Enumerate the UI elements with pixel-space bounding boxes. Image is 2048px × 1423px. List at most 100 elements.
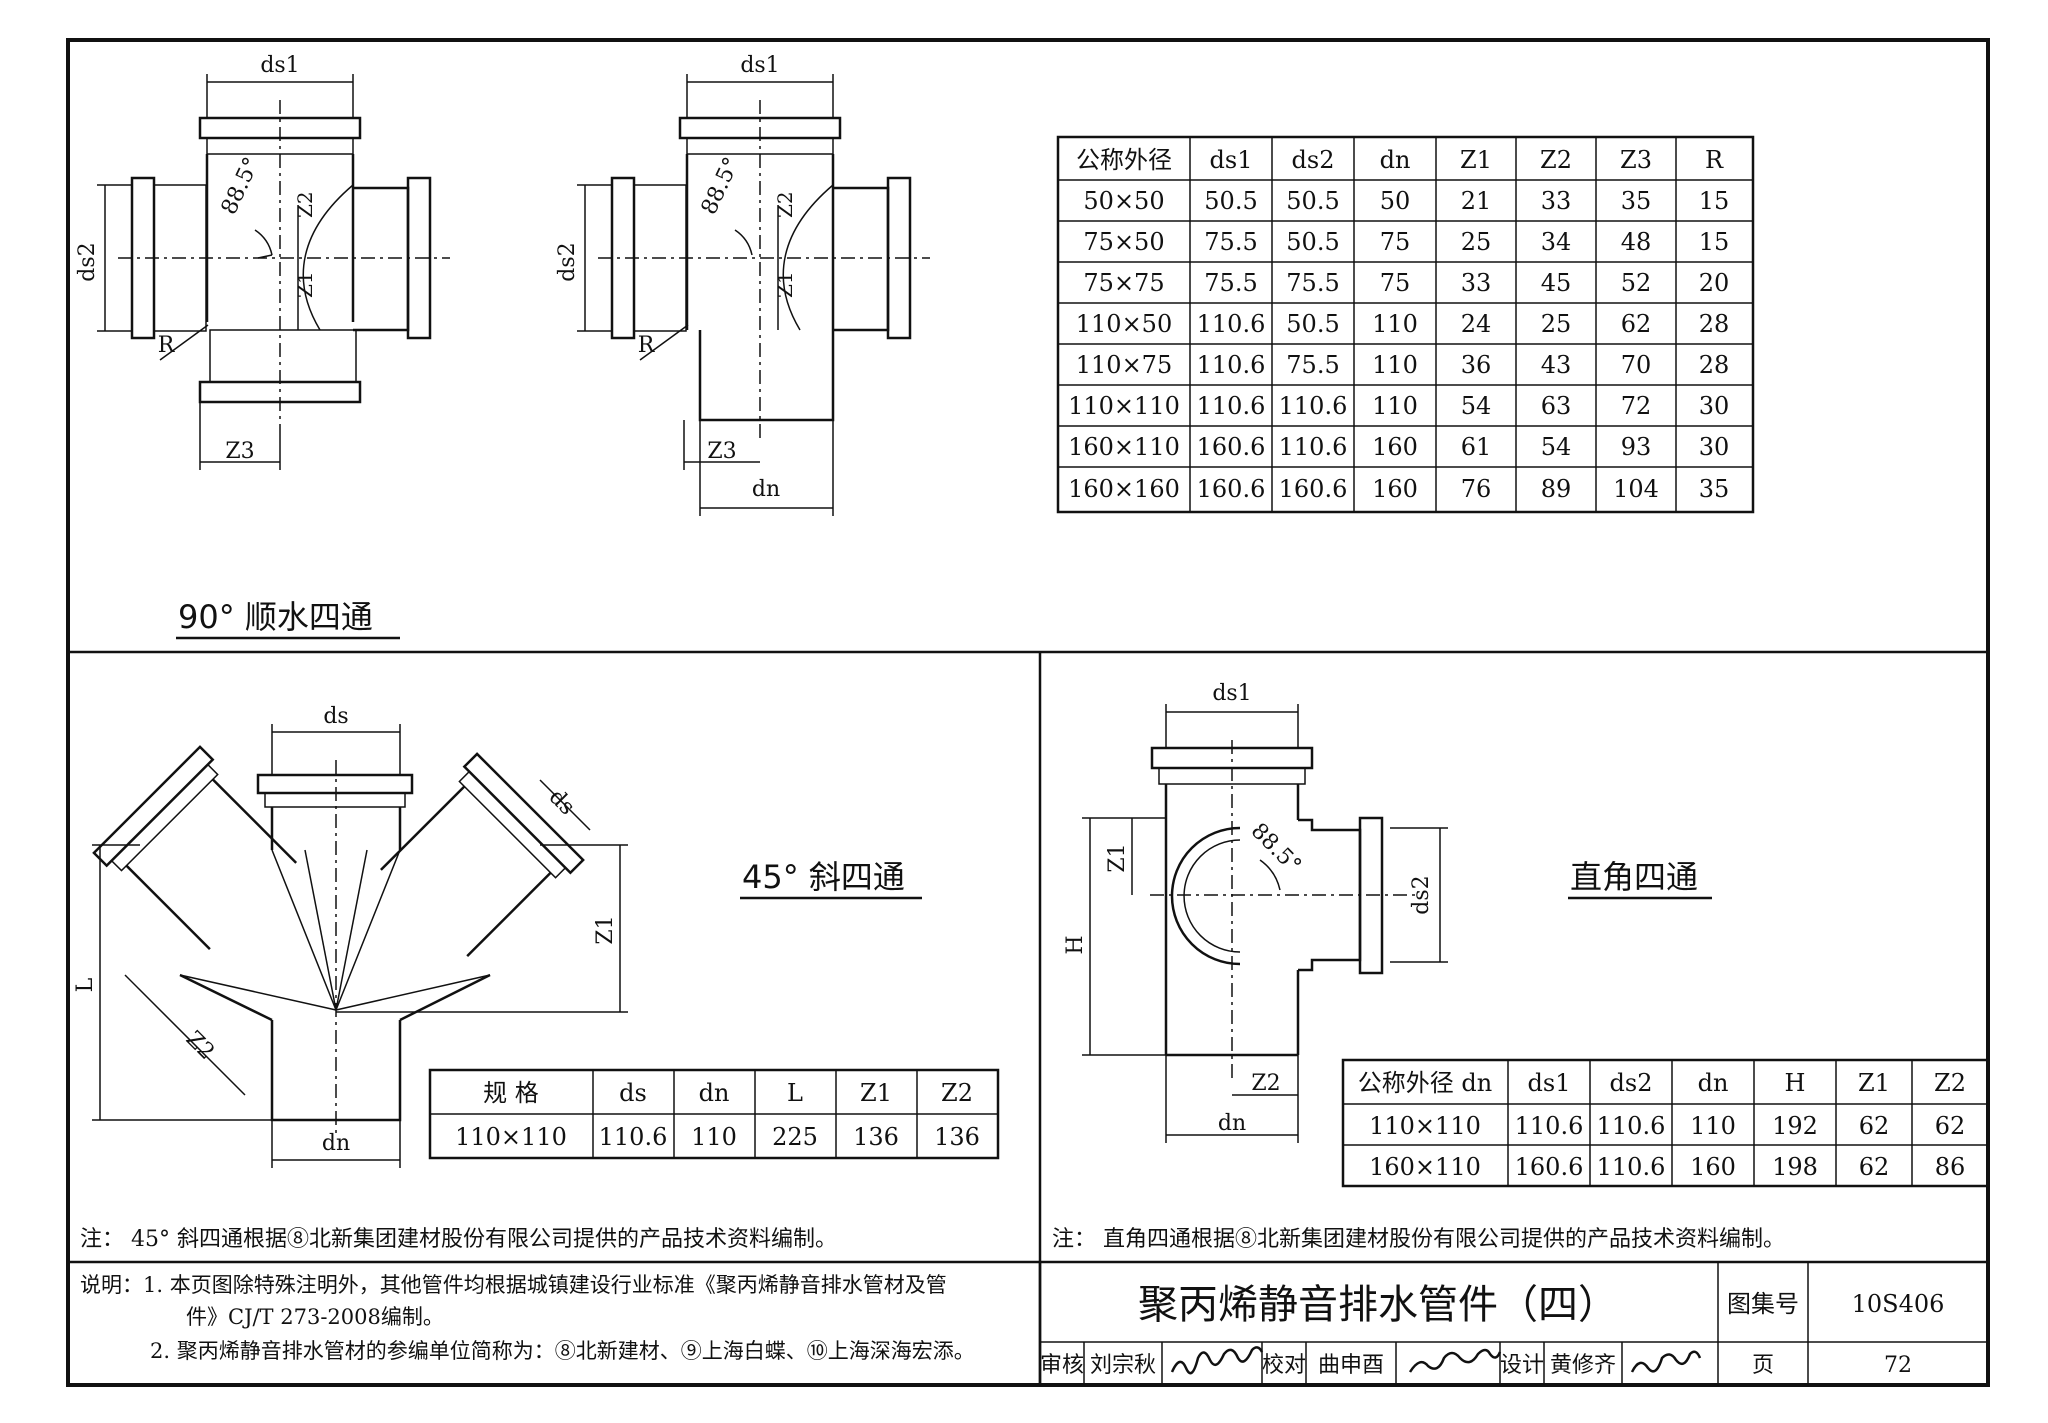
t1-r5-c1: 110.6 [1197, 392, 1266, 420]
t1-r2-c4: 33 [1461, 269, 1492, 297]
desc-line-1: 说明：1. 本页图除特殊注明外，其他管件均根据城镇建设行业标准《聚丙烯静音排水管… [80, 1273, 947, 1297]
t1-r7-c5: 89 [1541, 475, 1572, 503]
t1-r5-c4: 54 [1461, 392, 1492, 420]
t1-r3-c2: 50.5 [1286, 310, 1339, 338]
t1-r1-c1: 75.5 [1204, 228, 1257, 256]
t1-h5: Z2 [1540, 146, 1572, 174]
t1-r0-c0: 50×50 [1083, 187, 1164, 215]
t1-h4: Z1 [1460, 146, 1492, 174]
fitting-90-cross [97, 74, 450, 470]
note-right-angle: 注： 直角四通根据⑧北新集团建材股份有限公司提供的产品技术资料编制。 [1052, 1227, 1785, 1252]
t3-h1: ds1 [1528, 1069, 1571, 1097]
label-ds2-a: ds2 [75, 242, 100, 281]
t1-r1-c4: 25 [1461, 228, 1492, 256]
t3-r0-c3: 110 [1690, 1112, 1736, 1140]
signature-reviewer [1170, 1346, 1264, 1375]
note-45: 注： 45° 斜四通根据⑧北新集团建材股份有限公司提供的产品技术资料编制。 [80, 1227, 837, 1252]
table3-text: 公称外径 dn ds1 ds2 dn H Z1 Z2 110×110 110.6… [1358, 1069, 1966, 1181]
t1-r6-c1: 160.6 [1197, 433, 1266, 461]
t1-r6-c5: 54 [1541, 433, 1572, 461]
t3-r0-c2: 110.6 [1597, 1112, 1666, 1140]
label-dn-b: dn [752, 477, 780, 502]
t1-r4-c7: 28 [1699, 351, 1730, 379]
t1-r0-c1: 50.5 [1204, 187, 1257, 215]
label-z2-a: Z2 [293, 191, 317, 218]
label-ds1-ra: ds1 [1212, 681, 1251, 706]
t1-r4-c4: 36 [1461, 351, 1492, 379]
label-z2-45: Z2 [181, 1027, 219, 1065]
label-z2-b: Z2 [773, 191, 797, 218]
label-dn-ra: dn [1218, 1111, 1246, 1136]
t1-r2-c6: 52 [1621, 269, 1652, 297]
t3-h2: ds2 [1610, 1069, 1653, 1097]
t1-r1-c7: 15 [1699, 228, 1730, 256]
label-ds2-ra: ds2 [1409, 875, 1434, 914]
t1-r6-c6: 93 [1621, 433, 1652, 461]
table1-text: 公称外径 ds1 ds2 dn Z1 Z2 Z3 R 50×50 50.5 50… [1068, 146, 1729, 503]
atlas-label: 图集号 [1727, 1290, 1799, 1318]
t1-r6-c4: 61 [1461, 433, 1492, 461]
label-l: L [73, 977, 98, 992]
t3-r1-c0: 160×110 [1369, 1153, 1481, 1181]
t2-h3: L [787, 1079, 803, 1107]
label-r-b: R [638, 333, 656, 358]
t2-h5: Z2 [941, 1079, 973, 1107]
title-block [1040, 1262, 1988, 1385]
t3-r0-c1: 110.6 [1515, 1112, 1584, 1140]
t1-r0-c3: 50 [1380, 187, 1411, 215]
t1-r5-c5: 63 [1541, 392, 1572, 420]
t3-h3: dn [1698, 1069, 1729, 1097]
t3-h5: Z1 [1858, 1069, 1890, 1097]
t2-r0-c3: 225 [772, 1123, 818, 1151]
t3-r1-c6: 86 [1935, 1153, 1966, 1181]
page-label: 页 [1752, 1353, 1774, 1378]
t1-r2-c7: 20 [1699, 269, 1730, 297]
signature-designer [1630, 1350, 1702, 1373]
label-ds1-b: ds1 [740, 53, 779, 78]
page-number: 72 [1884, 1353, 1912, 1378]
label-z1-ra: Z1 [1105, 843, 1130, 872]
t3-r1-c5: 62 [1859, 1153, 1890, 1181]
t1-h1: ds1 [1210, 146, 1253, 174]
label-z1-45: Z1 [593, 915, 618, 944]
t1-r3-c4: 24 [1461, 310, 1492, 338]
t1-r2-c1: 75.5 [1204, 269, 1257, 297]
t3-h0: 公称外径 dn [1358, 1069, 1492, 1097]
t1-r6-c7: 30 [1699, 433, 1730, 461]
title-45-four-way: 45° 斜四通 [742, 858, 905, 896]
t1-r6-c2: 110.6 [1279, 433, 1348, 461]
design-label: 设计 [1500, 1353, 1544, 1378]
desc-line-2: 件》CJ/T 273-2008编制。 [186, 1305, 444, 1329]
t1-r0-c6: 35 [1621, 187, 1652, 215]
t1-r1-c5: 34 [1541, 228, 1572, 256]
t1-r3-c1: 110.6 [1197, 310, 1266, 338]
t1-r5-c7: 30 [1699, 392, 1730, 420]
label-h: H [1063, 935, 1088, 954]
t3-r1-c1: 160.6 [1515, 1153, 1584, 1181]
t1-r5-c0: 110×110 [1068, 392, 1180, 420]
t1-r5-c2: 110.6 [1279, 392, 1348, 420]
t1-r2-c0: 75×75 [1083, 269, 1164, 297]
t1-r4-c5: 43 [1541, 351, 1572, 379]
t1-r0-c4: 21 [1461, 187, 1492, 215]
fitting-45-cross [92, 724, 628, 1168]
t3-r0-c6: 62 [1935, 1112, 1966, 1140]
review-label: 审核 [1040, 1353, 1084, 1378]
t1-r1-c3: 75 [1380, 228, 1411, 256]
label-z3-a: Z3 [225, 439, 254, 464]
t1-r0-c5: 33 [1541, 187, 1572, 215]
label-z2-ra: Z2 [1251, 1071, 1280, 1096]
t2-r0-c0: 110×110 [455, 1123, 567, 1151]
t1-r4-c3: 110 [1372, 351, 1418, 379]
t1-r4-c0: 110×75 [1076, 351, 1172, 379]
label-z1-b: Z1 [773, 271, 797, 298]
table-90-four-way [1056, 135, 1755, 514]
t1-r3-c3: 110 [1372, 310, 1418, 338]
t1-r7-c0: 160×160 [1068, 475, 1180, 503]
signature-checker [1408, 1348, 1502, 1373]
t1-r3-c6: 62 [1621, 310, 1652, 338]
t2-r0-c2: 110 [691, 1123, 737, 1151]
title-right-angle: 直角四通 [1570, 858, 1698, 896]
t1-h3: dn [1380, 146, 1411, 174]
t2-h2: dn [699, 1079, 730, 1107]
